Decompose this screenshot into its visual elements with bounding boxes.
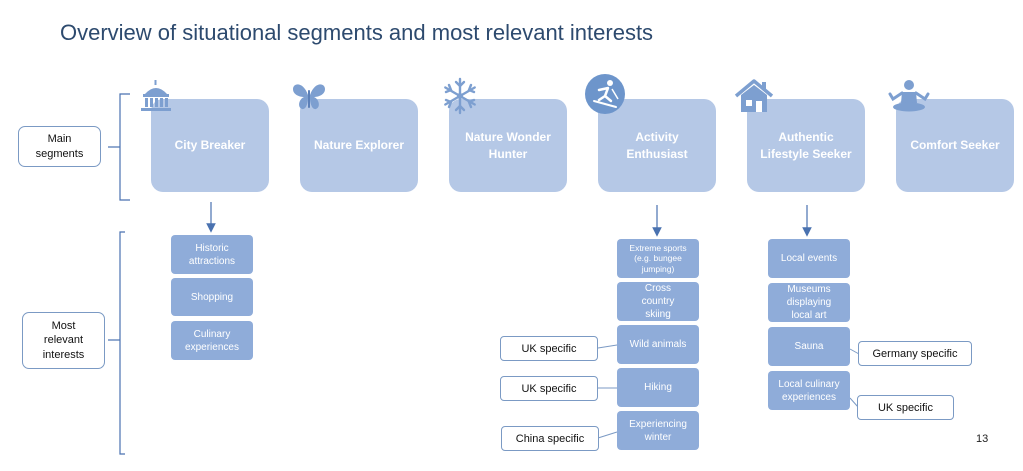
interest-hiking: Hiking <box>617 368 699 407</box>
interest-cross-country-skiing: Cross country skiing <box>617 282 699 321</box>
interest-wild-animals: Wild animals <box>617 325 699 364</box>
callout-uk-specific-local-culinary: UK specific <box>857 395 954 420</box>
page-number: 13 <box>976 433 989 445</box>
segment-city-breaker: City Breaker <box>151 99 269 192</box>
segment-nature-wonder-hunter: Nature Wonder Hunter <box>449 99 567 192</box>
segment-authentic-lifestyle-seeker: Authentic Lifestyle Seeker <box>747 99 865 192</box>
butterfly-icon <box>293 84 325 110</box>
segment-nature-explorer: Nature Explorer <box>300 99 418 192</box>
main-segments-bracket <box>119 93 130 201</box>
skier-icon <box>585 74 625 114</box>
callout-uk-specific-hiking: UK specific <box>500 376 598 401</box>
interests-bracket <box>119 231 125 455</box>
interest-local-culinary-experiences: Local culinary experiences <box>768 371 850 410</box>
interest-experiencing-winter: Experiencing winter <box>617 411 699 450</box>
interest-museums-local-art: Museums displaying local art <box>768 283 850 322</box>
most-relevant-interests-label: Most relevant interests <box>22 312 105 369</box>
temple-icon <box>141 80 171 111</box>
interest-shopping: Shopping <box>171 278 253 316</box>
segment-comfort-seeker: Comfort Seeker <box>896 99 1014 192</box>
segment-activity-enthusiast: Activity Enthusiast <box>598 99 716 192</box>
main-segments-label: Main segments <box>18 126 101 167</box>
callout-china-specific: China specific <box>501 426 599 451</box>
interest-culinary-experiences: Culinary experiences <box>171 321 253 360</box>
callout-germany-specific: Germany specific <box>858 341 972 366</box>
interest-extreme-sports: Extreme sports (e.g. bungee jumping) <box>617 239 699 278</box>
meditation-icon <box>888 80 930 112</box>
interest-local-events: Local events <box>768 239 850 278</box>
interest-sauna: Sauna <box>768 327 850 366</box>
interest-historic-attractions: Historic attractions <box>171 235 253 274</box>
callout-uk-specific-wild-animals: UK specific <box>500 336 598 361</box>
snowflake-icon <box>444 77 476 115</box>
slide-title: Overview of situational segments and mos… <box>60 20 654 45</box>
house-icon <box>734 79 774 112</box>
